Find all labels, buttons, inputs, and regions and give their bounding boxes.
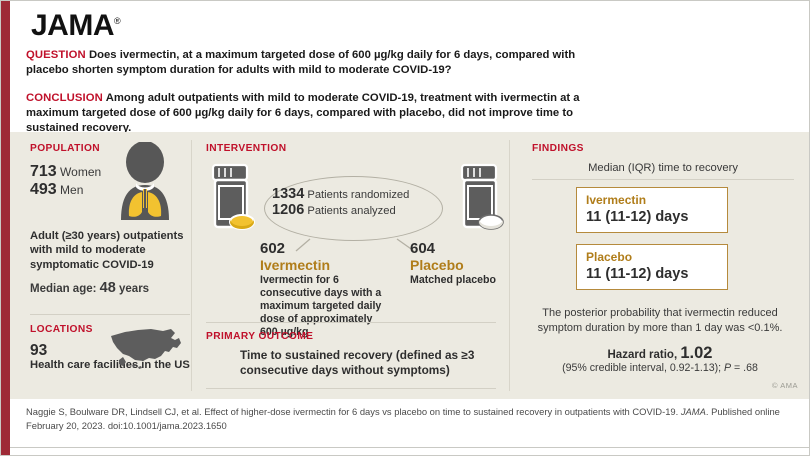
primary-outcome-divider-top	[206, 322, 496, 323]
median-age-value: 48	[99, 280, 116, 296]
credible-interval-text: (95% credible interval, 0.92-1.13);	[562, 362, 725, 374]
median-age-unit: years	[119, 283, 150, 295]
men-label: Men	[60, 183, 84, 197]
median-age: Median age: 48 years	[30, 280, 149, 296]
population-heading: POPULATION	[30, 143, 101, 154]
men-stat: 493 Men	[30, 181, 101, 199]
findings-divider	[532, 179, 794, 180]
randomization-oval	[264, 176, 443, 241]
analyzed-line: 1206 Patients analyzed	[272, 203, 437, 219]
median-age-label: Median age:	[30, 283, 97, 295]
question-text: Does ivermectin, at a maximum targeted d…	[26, 49, 576, 77]
intervention-panel: INTERVENTION	[192, 132, 508, 399]
arm-placebo: 604 Placebo Matched placebo	[410, 240, 506, 287]
primary-outcome-heading: PRIMARY OUTCOME	[206, 331, 314, 342]
arm-ivermectin-name: Ivermectin	[260, 257, 331, 273]
locations-divider	[30, 314, 190, 315]
brand-accent-bar	[1, 1, 10, 455]
result-box-placebo: Placebo 11 (11-12) days	[576, 244, 728, 290]
posterior-probability-note: The posterior probability that ivermecti…	[537, 307, 783, 334]
randomization-counts: 1334 Patients randomized 1206 Patients a…	[272, 187, 437, 219]
analyzed-label: Patients analyzed	[307, 205, 396, 217]
arm-ivermectin: 602 Ivermectin Ivermectin for 6 consecut…	[260, 240, 390, 339]
citation-journal: JAMA	[680, 406, 706, 417]
arm-placebo-name: Placebo	[410, 257, 464, 273]
jama-logo: JAMA®	[31, 9, 121, 42]
result-placebo-value: 11 (11-12) days	[586, 266, 689, 282]
citation-post: . Published online February 20, 2023. do…	[26, 406, 780, 431]
arm-placebo-description: Matched placebo	[410, 274, 496, 286]
intervention-heading: INTERVENTION	[206, 143, 287, 154]
findings-subtitle: Median (IQR) time to recovery	[588, 162, 738, 174]
result-ivermectin-name: Ivermectin	[586, 193, 647, 207]
locations-count: 93	[30, 342, 48, 359]
arm-placebo-count: 604	[410, 240, 436, 257]
citation-pre: Naggie S, Boulware DR, Lindsell CJ, et a…	[26, 406, 681, 417]
randomized-line: 1334 Patients randomized	[272, 187, 437, 203]
panel-divider-2	[509, 140, 510, 391]
trademark-mark: ®	[114, 16, 121, 26]
credible-interval-line: (95% credible interval, 0.92-1.13); P = …	[526, 362, 794, 374]
findings-panel: FINDINGS Median (IQR) time to recovery I…	[510, 132, 809, 399]
conclusion-block: CONCLUSION Among adult outpatients with …	[26, 91, 596, 137]
citation-footer: Naggie S, Boulware DR, Lindsell CJ, et a…	[26, 405, 801, 432]
footer-rule	[10, 447, 809, 448]
hazard-ratio-label: Hazard ratio,	[607, 349, 678, 361]
copyright-mark: © AMA	[772, 381, 798, 390]
question-block: QUESTION Does ivermectin, at a maximum t…	[26, 48, 596, 78]
person-with-lungs-icon	[109, 141, 181, 227]
conclusion-text: Among adult outpatients with mild to mod…	[26, 92, 580, 135]
women-stat: 713 Women	[30, 163, 101, 181]
primary-outcome-text: Time to sustained recovery (defined as ≥…	[240, 348, 475, 377]
us-map-icon	[105, 324, 185, 379]
hazard-ratio-value: 1.02	[680, 344, 713, 362]
hazard-ratio-line: Hazard ratio, 1.02	[526, 344, 794, 363]
men-count: 493	[30, 181, 57, 198]
flow-connectors	[295, 238, 415, 252]
result-ivermectin-value: 11 (11-12) days	[586, 209, 689, 225]
arm-ivermectin-count: 602	[260, 240, 286, 257]
women-label: Women	[60, 165, 102, 179]
population-stats: POPULATION 713 Women 493 Men	[30, 143, 101, 199]
p-symbol: P	[724, 362, 732, 374]
result-box-ivermectin: Ivermectin 11 (11-12) days	[576, 187, 728, 233]
locations-heading: LOCATIONS	[30, 324, 93, 335]
pill-bottle-gold-icon	[206, 163, 258, 240]
result-placebo-name: Placebo	[586, 250, 633, 264]
analyzed-count: 1206	[272, 202, 305, 218]
pill-bottle-white-icon	[455, 163, 507, 240]
p-value: = .68	[731, 362, 758, 374]
randomized-label: Patients randomized	[307, 189, 410, 201]
locations-label: Health care facilities in the US	[30, 359, 190, 371]
findings-heading: FINDINGS	[532, 143, 584, 154]
locations-block: LOCATIONS 93 Health care facilities in t…	[30, 324, 190, 373]
population-panel: POPULATION 713 Women 493 Men Adult (≥30 …	[10, 132, 190, 399]
randomized-count: 1334	[272, 186, 305, 202]
arm-ivermectin-description: Ivermectin for 6 consecutive days with a…	[260, 274, 382, 338]
women-count: 713	[30, 163, 57, 180]
jama-wordmark: JAMA	[31, 9, 115, 42]
population-description: Adult (≥30 years) outpatients with mild …	[30, 230, 184, 271]
question-label: QUESTION	[26, 49, 86, 61]
primary-outcome-divider-bottom	[206, 388, 496, 389]
panel-divider-1	[191, 140, 192, 391]
conclusion-label: CONCLUSION	[26, 92, 103, 104]
